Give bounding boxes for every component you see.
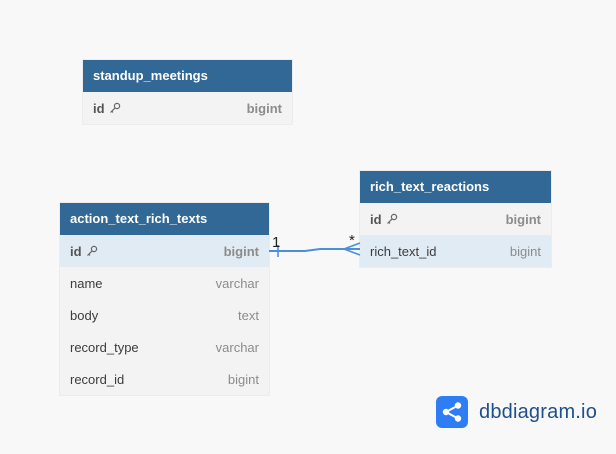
field-name: record_id [70, 371, 125, 387]
brand-logo[interactable]: dbdiagram.io [436, 396, 597, 428]
field-name: body [70, 307, 99, 323]
key-icon [86, 245, 97, 256]
table-rich-text-reactions[interactable]: rich_text_reactions id bigint rich_text_… [360, 171, 551, 267]
field-name: id [93, 100, 105, 116]
field-name: id [370, 211, 382, 227]
field-row[interactable]: rich_text_id bigint [360, 235, 551, 267]
field-type: bigint [246, 100, 282, 116]
field-type: varchar [215, 275, 259, 291]
field-row[interactable]: body text [60, 299, 269, 331]
field-row[interactable]: record_type varchar [60, 331, 269, 363]
table-header[interactable]: rich_text_reactions [360, 171, 551, 203]
field-name: name [70, 275, 103, 291]
brand-name: dbdiagram.io [479, 400, 598, 423]
table-header[interactable]: action_text_rich_texts [60, 203, 269, 235]
relationship-line[interactable] [269, 248, 360, 252]
field-row[interactable]: id bigint [83, 92, 292, 124]
many-marker [341, 242, 361, 256]
field-row[interactable]: name varchar [60, 267, 269, 299]
cardinality-many-label: * [349, 232, 355, 249]
table-action-text-rich-texts[interactable]: action_text_rich_texts id bigint name va… [60, 203, 269, 395]
field-name: id [70, 243, 82, 259]
field-type: bigint [223, 243, 259, 259]
cardinality-one-label: 1 [272, 234, 281, 251]
field-type: bigint [505, 211, 541, 227]
field-row[interactable]: record_id bigint [60, 363, 269, 395]
field-row[interactable]: id bigint [360, 203, 551, 235]
key-icon [386, 213, 397, 224]
field-name: rich_text_id [370, 243, 437, 259]
table-standup-meetings[interactable]: standup_meetings id bigint [83, 60, 292, 124]
key-icon [109, 102, 120, 113]
table-header[interactable]: standup_meetings [83, 60, 292, 92]
field-name: record_type [70, 339, 139, 355]
field-type: text [238, 307, 259, 323]
share-nodes-icon [436, 396, 468, 428]
field-type: varchar [215, 339, 259, 355]
field-type: bigint [227, 371, 259, 387]
field-row[interactable]: id bigint [60, 235, 269, 267]
field-type: bigint [509, 243, 541, 259]
